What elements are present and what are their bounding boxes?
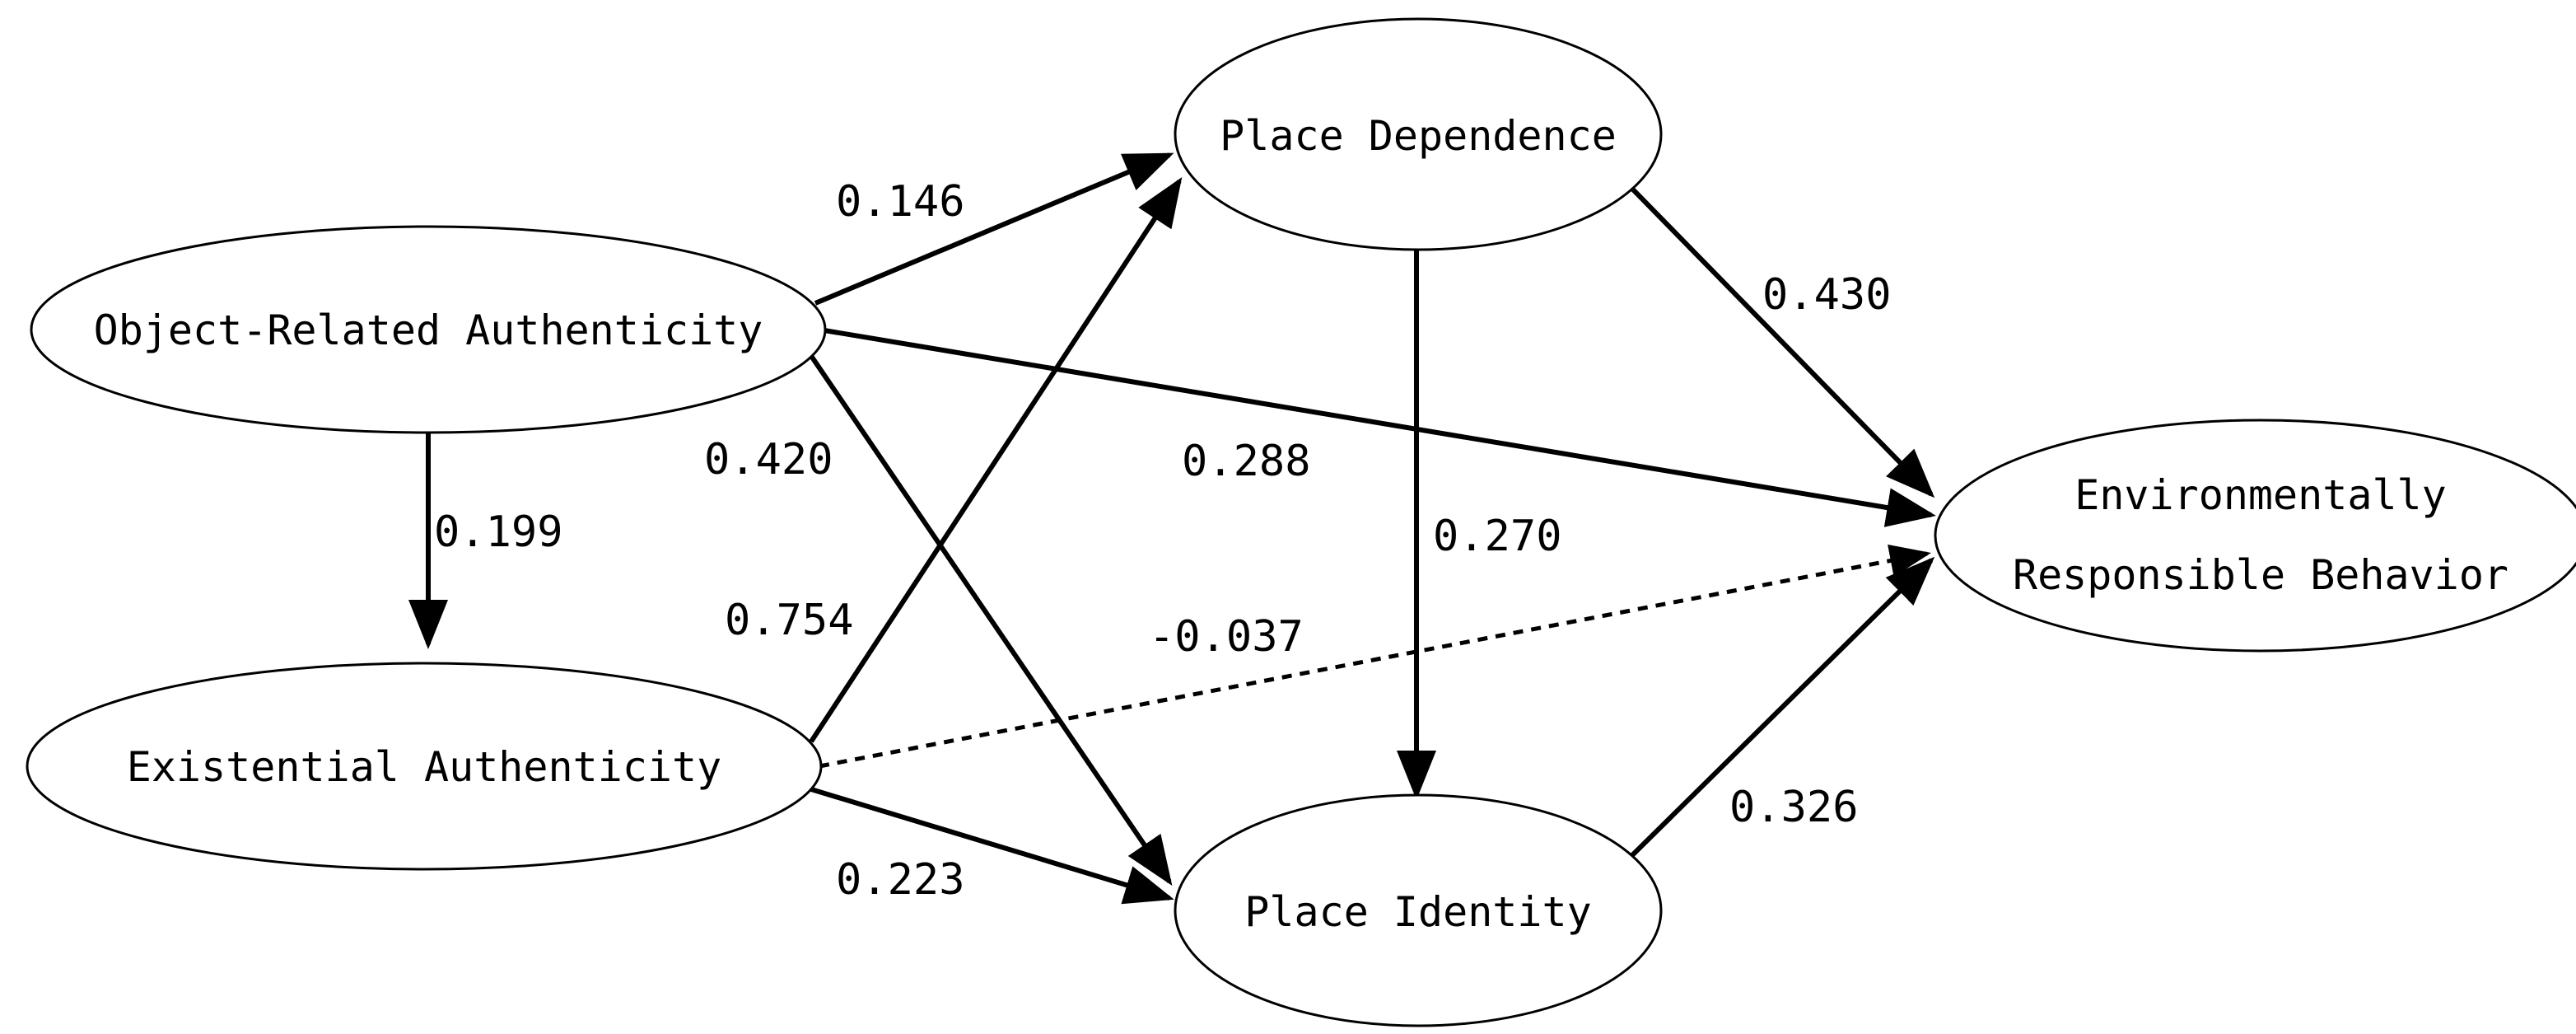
coef-pi-erb: 0.326 bbox=[1729, 783, 1859, 832]
edge-pd-erb bbox=[1626, 183, 1935, 498]
edge-ea-pi bbox=[810, 787, 1174, 905]
node-place-dependence: Place Dependence bbox=[1174, 17, 1663, 251]
edge-pi-erb bbox=[1628, 556, 1935, 859]
node-erb-label-line-1: Environmentally bbox=[2074, 471, 2447, 519]
node-pd-label: Place Dependence bbox=[1220, 112, 1617, 160]
node-environmentally-responsible-behavior: Environmentally Responsible Behavior bbox=[1934, 419, 2576, 653]
node-ora-label: Object-Related Authenticity bbox=[94, 306, 763, 354]
node-ea-shape bbox=[26, 662, 823, 871]
node-ora-shape bbox=[30, 225, 827, 434]
coef-ora-ea: 0.199 bbox=[434, 508, 563, 557]
node-pi-shape bbox=[1174, 793, 1663, 1027]
coef-ora-pd: 0.146 bbox=[836, 177, 965, 227]
coef-pd-pi: 0.270 bbox=[1433, 512, 1562, 561]
coef-pd-erb: 0.430 bbox=[1762, 270, 1892, 320]
node-erb-label-line-2: Responsible Behavior bbox=[2013, 551, 2508, 599]
edge-ora-pd bbox=[814, 152, 1174, 306]
coef-ora-erb: 0.288 bbox=[1182, 437, 1311, 486]
node-pi-label: Place Identity bbox=[1244, 888, 1591, 936]
edge-ea-erb bbox=[819, 544, 1931, 769]
edge-ora-erb bbox=[819, 327, 1936, 527]
edge-labels-group: 0.146 0.288 0.420 0.199 0.754 -0.037 0.2… bbox=[434, 177, 1892, 905]
node-place-identity: Place Identity bbox=[1174, 793, 1663, 1027]
coef-ea-pd: 0.754 bbox=[725, 596, 854, 645]
node-object-related-authenticity: Object-Related Authenticity bbox=[30, 225, 827, 434]
coef-ora-pi: 0.420 bbox=[704, 435, 833, 484]
node-pd-shape bbox=[1174, 17, 1663, 251]
coef-ea-pi: 0.223 bbox=[836, 855, 965, 905]
node-ea-label: Existential Authenticity bbox=[127, 743, 721, 791]
edge-ora-pi bbox=[809, 354, 1173, 886]
edge-ea-pd bbox=[809, 176, 1183, 743]
edges-group bbox=[408, 152, 1936, 905]
node-existential-authenticity: Existential Authenticity bbox=[26, 662, 823, 871]
node-erb-shape bbox=[1934, 419, 2576, 653]
coef-ea-erb: -0.037 bbox=[1149, 612, 1304, 662]
